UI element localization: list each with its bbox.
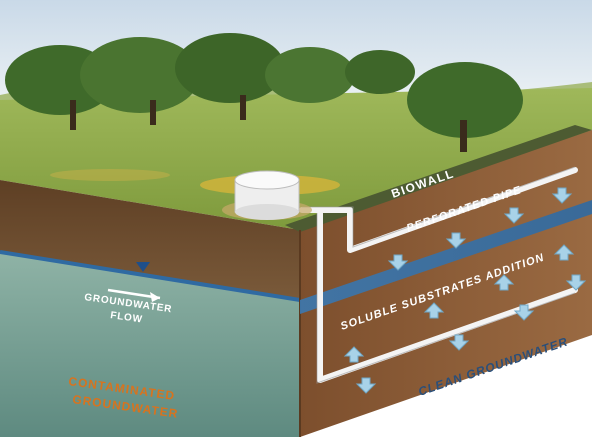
water-table-line: [0, 250, 301, 302]
water-table-marker-icon: [136, 262, 150, 272]
flow-arrow-icon: [387, 254, 409, 271]
contaminated-aquifer: [0, 252, 300, 437]
flow-arrow-icon: [503, 207, 525, 224]
flow-arrow-icon: [553, 244, 575, 261]
flow-arrow-icon: [493, 274, 515, 291]
flow-arrow-icon: [423, 302, 445, 319]
flow-arrow-icon: [343, 346, 365, 363]
wildflowers: [50, 169, 170, 181]
tree-line: [5, 33, 415, 130]
flow-arrow-icon: [445, 232, 467, 249]
flow-arrow-icon: [513, 304, 535, 321]
diffusion-arrows: [343, 187, 587, 394]
groundwater-flow-label: FLOW: [110, 310, 144, 325]
groundwater-flow-arrow: [107, 288, 161, 302]
lone-oak-tree: [407, 62, 523, 152]
flow-arrow-icon: [448, 334, 470, 351]
biowall-top: [285, 125, 592, 232]
flow-arrow-icon: [355, 377, 377, 394]
flow-arrow-icon: [565, 274, 587, 291]
biowall-water-band: [300, 200, 592, 314]
storage-tank-icon: [222, 170, 312, 220]
pipe-outline: [302, 166, 576, 384]
perforated-pipe: [299, 167, 578, 383]
flow-arrow-icon: [551, 187, 573, 204]
soil-layer: [0, 180, 300, 300]
